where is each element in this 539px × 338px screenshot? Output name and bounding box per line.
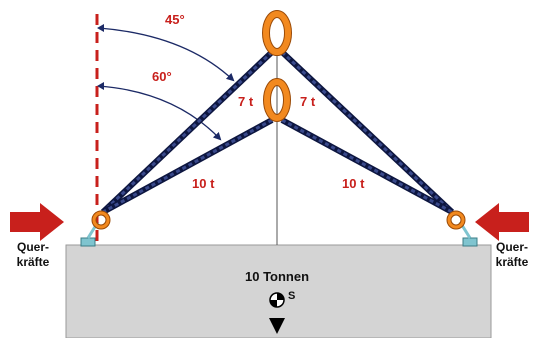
angle-45-label: 45° xyxy=(165,12,185,27)
lower-left-load-label: 10 t xyxy=(192,176,215,191)
lifting-ring-icon xyxy=(262,10,292,56)
cog-label: S xyxy=(288,290,296,302)
load-label: 10 Tonnen xyxy=(245,269,310,284)
force-arrow-icon xyxy=(10,203,64,241)
upper-left-load-label: 7 t xyxy=(238,94,254,109)
left-side-forces-label: Quer- kräfte xyxy=(16,240,50,269)
upper-right-load-label: 7 t xyxy=(300,94,316,109)
lower-right-load-label: 10 t xyxy=(342,176,365,191)
force-arrow-icon xyxy=(475,203,529,241)
angle-arc-60 xyxy=(98,85,222,141)
upper-right-chain xyxy=(279,49,455,215)
upper-left-chain xyxy=(100,49,275,215)
center-of-gravity-icon xyxy=(269,292,285,308)
left-shackle-base xyxy=(80,237,96,247)
right-side-forces-label: Quer- kräfte xyxy=(495,240,529,269)
angle-arc-45 xyxy=(98,27,235,82)
lower-left-chain xyxy=(101,117,274,215)
hook-icon xyxy=(91,210,111,230)
lifting-ring-icon xyxy=(263,78,291,122)
down-arrow-icon xyxy=(269,318,285,334)
hook-icon xyxy=(446,210,466,230)
angle-60-label: 60° xyxy=(152,69,172,84)
lower-right-chain xyxy=(280,117,454,215)
right-shackle-base xyxy=(462,237,478,247)
